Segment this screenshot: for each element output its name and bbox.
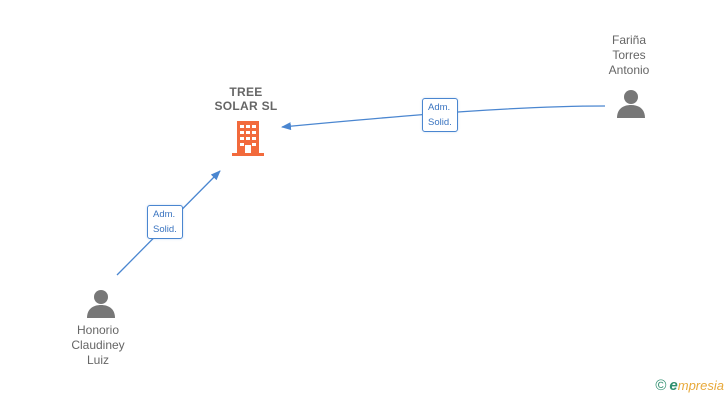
building-icon[interactable]	[232, 119, 264, 157]
brand-name: mpresia	[677, 378, 724, 393]
brand-initial: e	[669, 377, 678, 394]
person-name-farina[interactable]: Fariña Torres Antonio	[608, 33, 650, 77]
copyright-icon: ©	[655, 377, 667, 394]
person-icon[interactable]	[85, 288, 117, 320]
person-name-honorio[interactable]: Honorio Claudiney Luiz	[71, 323, 125, 367]
edge-farina-to-company	[281, 105, 606, 131]
company-name[interactable]: TREE SOLAR SL	[214, 85, 278, 113]
relation-label-honorio: Adm. Solid.	[147, 205, 183, 239]
person-icon[interactable]	[615, 88, 647, 120]
brand-logo: ©empresia	[655, 377, 724, 394]
relation-label-farina: Adm. Solid.	[422, 98, 458, 132]
